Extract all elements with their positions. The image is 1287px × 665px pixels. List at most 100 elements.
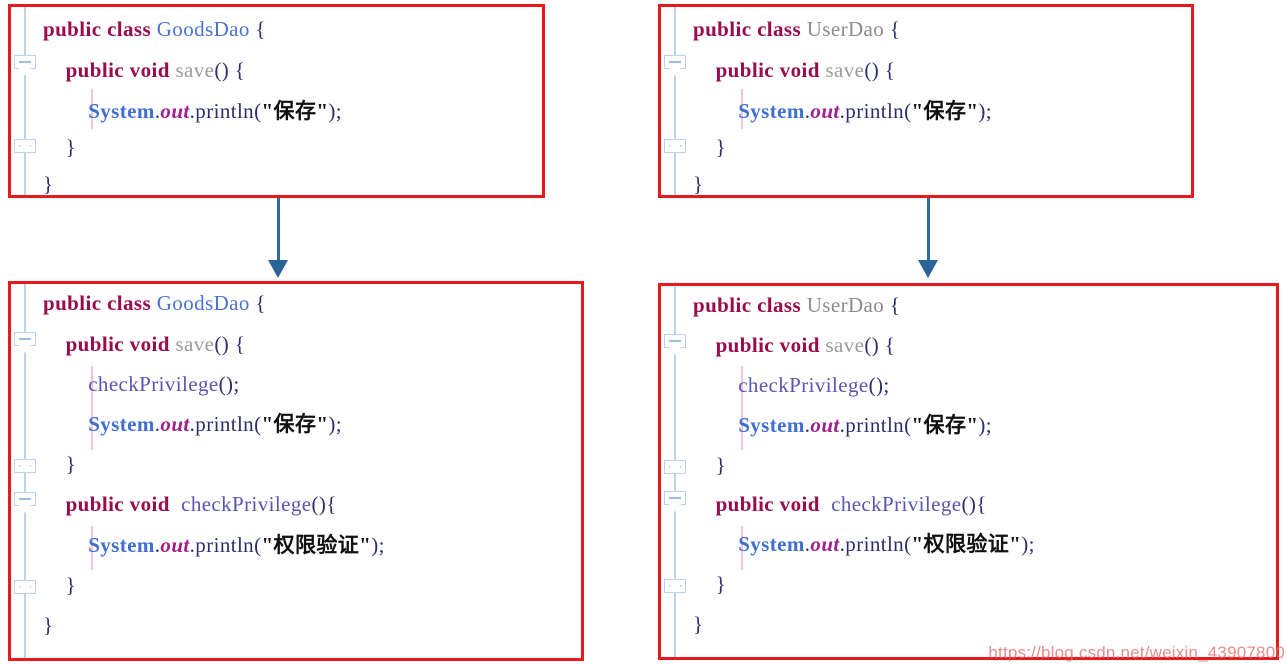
indent-guide [91, 89, 93, 129]
code-token [43, 533, 88, 557]
indent-guide [741, 89, 743, 129]
editor-gutter [11, 284, 37, 658]
code-token: (); [868, 373, 890, 397]
code-token: System [88, 99, 155, 123]
code-token: { [884, 17, 901, 41]
fold-marker-end-save[interactable] [14, 453, 36, 473]
code-panel-user-dao-after: public class UserDao { public void save(… [658, 283, 1279, 660]
code-token: GoodsDao [156, 291, 250, 315]
code-token: "权限验证" [911, 532, 1022, 556]
code-line: } [43, 454, 76, 475]
code-token: ); [1021, 532, 1035, 556]
fold-marker-collapse-save[interactable] [14, 332, 36, 353]
code-token: .println( [839, 99, 912, 123]
fold-marker-collapse[interactable] [664, 55, 686, 76]
code-token: { [249, 291, 266, 315]
indent-guide [741, 366, 743, 450]
code-token: checkPrivilege [181, 492, 312, 516]
code-token: "保存" [911, 413, 979, 437]
code-token: System [88, 412, 155, 436]
code-token: } [43, 613, 54, 637]
code-line: } [43, 615, 53, 636]
code-token: System [88, 533, 155, 557]
code-token: . [804, 413, 811, 437]
code-line: } [693, 137, 726, 158]
fold-marker-end[interactable] [14, 133, 36, 153]
code-token: (){ [961, 492, 987, 516]
indent-guide [91, 366, 93, 450]
code-token: } [693, 135, 727, 159]
code-token: out [810, 99, 840, 123]
code-body: public class GoodsDao { public void save… [37, 284, 581, 658]
code-token: "保存" [911, 99, 979, 123]
editor-gutter [661, 7, 687, 195]
code-token: . [154, 533, 161, 557]
code-token: (); [218, 372, 240, 396]
code-token: checkPrivilege [738, 373, 869, 397]
fold-marker-end[interactable] [664, 133, 686, 153]
code-line: } [693, 614, 703, 635]
code-line: } [43, 575, 76, 596]
code-line: public void checkPrivilege(){ [693, 494, 987, 515]
code-line: System.out.println("保存"); [693, 101, 992, 122]
code-token: ); [978, 413, 993, 437]
code-line: System.out.println("保存"); [43, 414, 342, 435]
code-token [693, 373, 738, 397]
code-token: save [175, 332, 215, 356]
code-line: checkPrivilege(); [693, 375, 890, 396]
code-body: public class GoodsDao { public void save… [37, 7, 542, 195]
code-line: System.out.println("保存"); [43, 101, 342, 122]
fold-marker-collapse[interactable] [14, 55, 36, 76]
code-token: public class [43, 291, 157, 315]
code-line: public void checkPrivilege(){ [43, 494, 337, 515]
code-token: System [738, 413, 805, 437]
code-line: public class UserDao { [693, 295, 900, 316]
code-token: () { [864, 58, 896, 82]
code-line: System.out.println("权限验证"); [43, 535, 385, 556]
code-line: System.out.println("权限验证"); [693, 534, 1035, 555]
code-line: public void save() { [43, 60, 245, 81]
code-token: . [154, 412, 161, 436]
code-line: } [693, 455, 726, 476]
code-token: .println( [189, 533, 262, 557]
code-token [43, 372, 88, 396]
code-token: } [43, 573, 77, 597]
code-panel-goods-dao-after: public class GoodsDao { public void save… [8, 281, 584, 661]
code-token: ); [371, 533, 385, 557]
code-token: } [693, 172, 704, 196]
code-line: } [43, 137, 76, 158]
fold-marker-collapse-check[interactable] [664, 491, 686, 512]
csdn-watermark: https://blog.csdn.net/weixin_43907800 [988, 643, 1285, 662]
code-token: .println( [839, 413, 912, 437]
code-token [693, 413, 738, 437]
code-token [693, 532, 738, 556]
code-token [43, 99, 88, 123]
indent-guide [741, 526, 743, 570]
code-token [43, 412, 88, 436]
code-token: save [825, 333, 865, 357]
gutter-rail [24, 7, 26, 195]
code-token: .println( [189, 412, 262, 436]
fold-marker-end-check[interactable] [14, 574, 36, 594]
code-line: public void save() { [693, 335, 895, 356]
fold-marker-end-check[interactable] [664, 573, 686, 593]
code-token: public void [693, 492, 832, 516]
code-token: System [738, 99, 805, 123]
code-token: "保存" [261, 99, 329, 123]
code-token: UserDao [806, 293, 885, 317]
code-token: } [693, 612, 704, 636]
code-token: public void [43, 332, 176, 356]
fold-marker-collapse-save[interactable] [664, 334, 686, 355]
code-token: ); [328, 99, 343, 123]
code-token: { [884, 293, 901, 317]
code-token: checkPrivilege [831, 492, 962, 516]
code-token: public void [43, 492, 182, 516]
fold-marker-collapse-check[interactable] [14, 492, 36, 513]
code-line: } [43, 174, 53, 195]
editor-gutter [661, 286, 687, 657]
code-token: .println( [839, 532, 912, 556]
code-token: UserDao [806, 17, 885, 41]
fold-marker-end-save[interactable] [664, 454, 686, 474]
code-line: public void save() { [693, 60, 895, 81]
